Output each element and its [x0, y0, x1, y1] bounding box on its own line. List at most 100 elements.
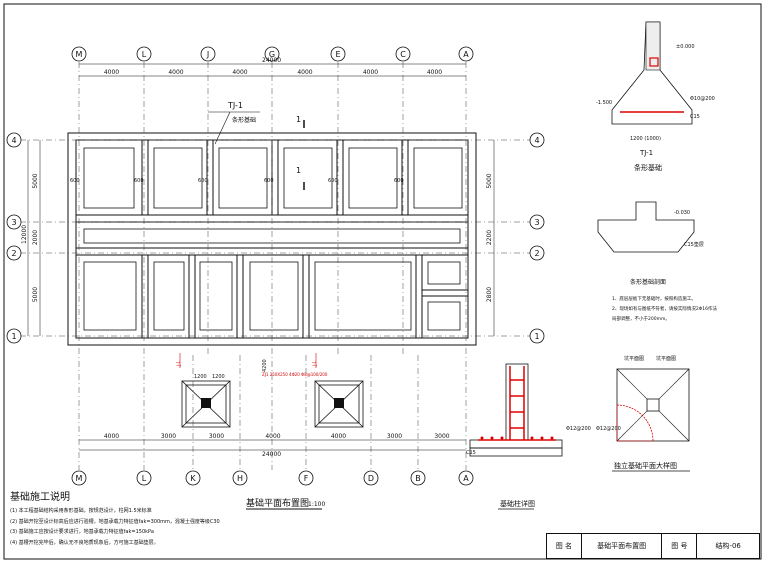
notes-item: (4) 基槽开挖完毕后，确认无不良地质现象后，方可施工基础垫层。	[10, 539, 159, 546]
grid-bubble-top	[71, 46, 87, 62]
wall-dim: 600	[328, 178, 338, 184]
grid-bubble-right	[529, 132, 545, 148]
wall-dim: 600	[70, 178, 80, 184]
wall-dim: 600	[198, 178, 208, 184]
notes-item: (1) 本工程基础结构采用条形基础，按规范设计，柱网1.5米标准	[10, 508, 152, 514]
grid-bubble-left	[6, 328, 22, 344]
dimension-value: 4000	[104, 69, 119, 76]
title-block: 图 名 基础平面布置图 图 号 结构-06	[546, 533, 760, 559]
grid-bubble-bottom	[363, 470, 379, 486]
dimension-value: 4000	[297, 69, 312, 76]
grid-bubble-bottom	[185, 470, 201, 486]
grid-bubble-left-label: 1	[11, 332, 16, 341]
grid-bubble-top	[395, 46, 411, 62]
grid-bubble-top-label: L	[142, 50, 147, 59]
pad-label: J-1	[176, 361, 181, 367]
isolated-footing-detail: 坑平面图 坑平面图 Φ12@200 独立基础平面大样图	[596, 355, 690, 472]
pier-title: 基础柱详图	[500, 499, 535, 508]
wall-dim: 600	[394, 178, 404, 184]
grid-bubble-bottom	[298, 470, 314, 486]
grid-bubble-bottom-label: K	[190, 474, 196, 483]
grid-bubble-right-label: 4	[534, 136, 539, 145]
grid-bubble-left-label: 4	[11, 136, 16, 145]
grid-bubble-bottom-label: M	[76, 474, 83, 483]
small-section-title: 条形基础剖面	[630, 278, 666, 286]
dimension-value: 2800	[486, 287, 493, 302]
small-section-elev: -0.030	[674, 210, 690, 216]
grid-bubble-bottom	[410, 470, 426, 486]
grid-bubble-top	[458, 46, 474, 62]
title-number-label: 图 号	[662, 534, 698, 558]
dimension-value: 3000	[434, 433, 449, 440]
grid-bubble-bottom	[458, 470, 474, 486]
sheet-border	[3, 3, 762, 560]
section-mark-top: 1	[296, 115, 301, 124]
strip-rebar: Φ10@200	[690, 96, 715, 102]
dimension-value: 3000	[209, 433, 224, 440]
grid-bubble-left-label: 2	[11, 249, 16, 258]
grid-bubble-right-label: 3	[534, 218, 539, 227]
beam-label: TJ-1	[227, 101, 243, 110]
construction-notes: 基础施工说明 (1) 本工程基础结构采用条形基础，按规范设计，柱网1.5米标准 …	[10, 488, 340, 548]
isolated-rebar: Φ12@200	[596, 426, 621, 432]
grid-bubble-right	[529, 245, 545, 261]
pad-dim: 4200	[262, 359, 268, 372]
strip-title: 条形基础	[634, 163, 662, 172]
left-total-dim: 12000	[21, 225, 28, 244]
notes-title: 基础施工说明	[10, 492, 70, 503]
strip-section-detail: ±0.000 Φ10@200 C15 -1.500 1200 (1000) TJ…	[596, 21, 715, 172]
grid-bubble-top-label: C	[400, 50, 406, 59]
grid-bubble-top-label: M	[76, 50, 83, 59]
small-note: 1、底层层板下无基础时，按照构造施工。	[612, 295, 696, 302]
isolated-top-label: 坑平面图	[656, 355, 676, 362]
grid-bubble-top	[200, 46, 216, 62]
grid-bubble-bottom-label: B	[415, 474, 421, 483]
strip-dim: 1200 (1000)	[630, 136, 661, 142]
grid-bubble-top	[264, 46, 280, 62]
notes-item: (3) 基础施工应按设计要求进行，地基承载力特征值fak=150kPa	[10, 529, 154, 535]
notes-item: (2) 基础开挖至设计标高后应进行验槽，地基承载力特征值fak=300mm，混凝…	[10, 518, 220, 525]
small-note: 局部调整，不小于200mm。	[612, 315, 670, 322]
grid-bubble-bottom	[71, 470, 87, 486]
grid-bubble-right	[529, 214, 545, 230]
grid-bubble-top-label: A	[463, 50, 469, 59]
dimension-lines	[27, 63, 495, 451]
dimension-value: 5000	[32, 173, 39, 188]
grid-bubble-bottom-label: H	[237, 474, 243, 483]
grid-bubble-bottom-label: D	[368, 474, 374, 483]
grid-bubble-left-label: 3	[11, 218, 16, 227]
grid-bubble-bottom-label: A	[463, 474, 469, 483]
title-name-label: 图 名	[547, 534, 582, 558]
small-section-detail: -0.030 C15垫层 条形基础剖面 1、底层层板下无基础时，按照构造施工。 …	[597, 201, 717, 322]
wall-dim: 600	[134, 178, 144, 184]
dimension-value: 4000	[265, 433, 280, 440]
isolated-title: 独立基础平面大样图	[614, 461, 677, 470]
strip-elevation: ±0.000	[676, 44, 695, 50]
pier-concrete: C15	[466, 450, 476, 456]
pad-note: ZJ1 250X250 4Φ20 Φ8@100/200	[262, 372, 328, 377]
dimension-value: 4000	[331, 433, 346, 440]
dimension-value: 4000	[363, 69, 378, 76]
grid-bubble-top-label: E	[335, 50, 340, 59]
grid-bubble-bottom-label: F	[304, 474, 309, 483]
dimension-value: 3000	[387, 433, 402, 440]
dimension-value: 5000	[32, 287, 39, 302]
grid-bubble-left	[6, 132, 22, 148]
dimension-value: 3000	[161, 433, 176, 440]
pier-rebar: Φ12@200	[566, 426, 591, 432]
dimension-value: 2200	[486, 230, 493, 245]
strip-beam-label: TJ-1	[639, 149, 653, 157]
grid-bubble-bottom-label: L	[142, 474, 147, 483]
dimension-value: 2000	[32, 230, 39, 245]
small-section-concrete: C15垫层	[684, 241, 704, 248]
dimension-value: 4000	[104, 433, 119, 440]
title-name-value: 基础平面布置图	[582, 534, 663, 558]
foundation-plan: 1 1 TJ-1 条形基础 600 600 600 600 600 600	[20, 62, 535, 470]
grid-bubble-bottom	[136, 470, 152, 486]
pier-detail: Φ12@200 C15 基础柱详图	[466, 363, 591, 510]
grid-bubble-top	[330, 46, 346, 62]
grid-bubble-top	[136, 46, 152, 62]
beam-sub-label: 条形基础	[232, 116, 256, 124]
